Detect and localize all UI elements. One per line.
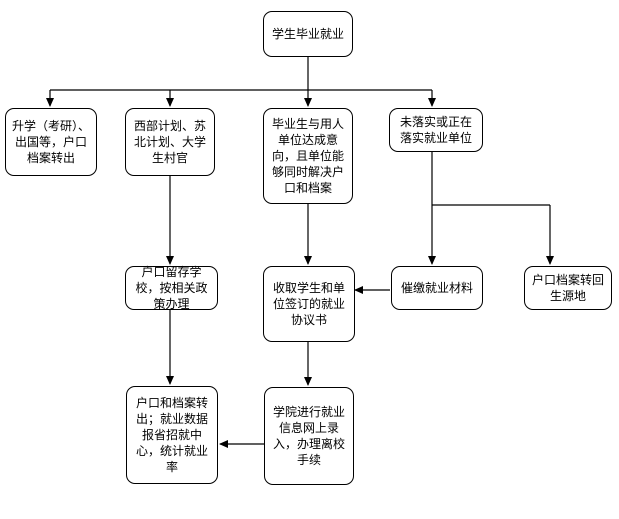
node-further-study: 升学（考研）、出国等，户口档案转出 [5,108,97,176]
node-collect-agreement: 收取学生和单位签订的就业协议书 [263,266,355,342]
node-submit-materials: 催缴就业材料 [391,266,483,310]
node-submit-materials-text: 催缴就业材料 [400,281,473,295]
node-employed: 毕业生与用人单位达成意向，且单位能够同时解决户口和档案 [263,108,353,204]
node-start-text: 学生毕业就业 [271,27,344,41]
node-unemployed: 未落实或正在落实就业单位 [389,108,483,152]
node-register-online-text: 学院进行就业信息网上录入，办理离校手续 [272,405,345,467]
node-collect-agreement-text: 收取学生和单位签订的就业协议书 [272,281,345,327]
node-return-origin-text: 户口档案转回生源地 [531,273,604,303]
node-keep-at-school: 户口留存学校，按相关政策办理 [125,265,218,311]
node-western-plan-text: 西部计划、苏北计划、大学生村官 [133,119,206,165]
node-return-origin: 户口档案转回生源地 [524,266,612,310]
node-start: 学生毕业就业 [263,11,353,57]
node-western-plan: 西部计划、苏北计划、大学生村官 [125,108,215,176]
node-further-study-text: 升学（考研）、出国等，户口档案转出 [11,119,90,165]
node-employed-text: 毕业生与用人单位达成意向，且单位能够同时解决户口和档案 [271,117,344,195]
node-transfer-out-text: 户口和档案转出；就业数据报省招就中心，统计就业率 [135,396,208,474]
node-transfer-out: 户口和档案转出；就业数据报省招就中心，统计就业率 [126,386,218,484]
node-unemployed-text: 未落实或正在落实就业单位 [399,115,472,145]
node-keep-at-school-text: 户口留存学校，按相关政策办理 [135,265,208,311]
node-register-online: 学院进行就业信息网上录入，办理离校手续 [264,387,354,485]
